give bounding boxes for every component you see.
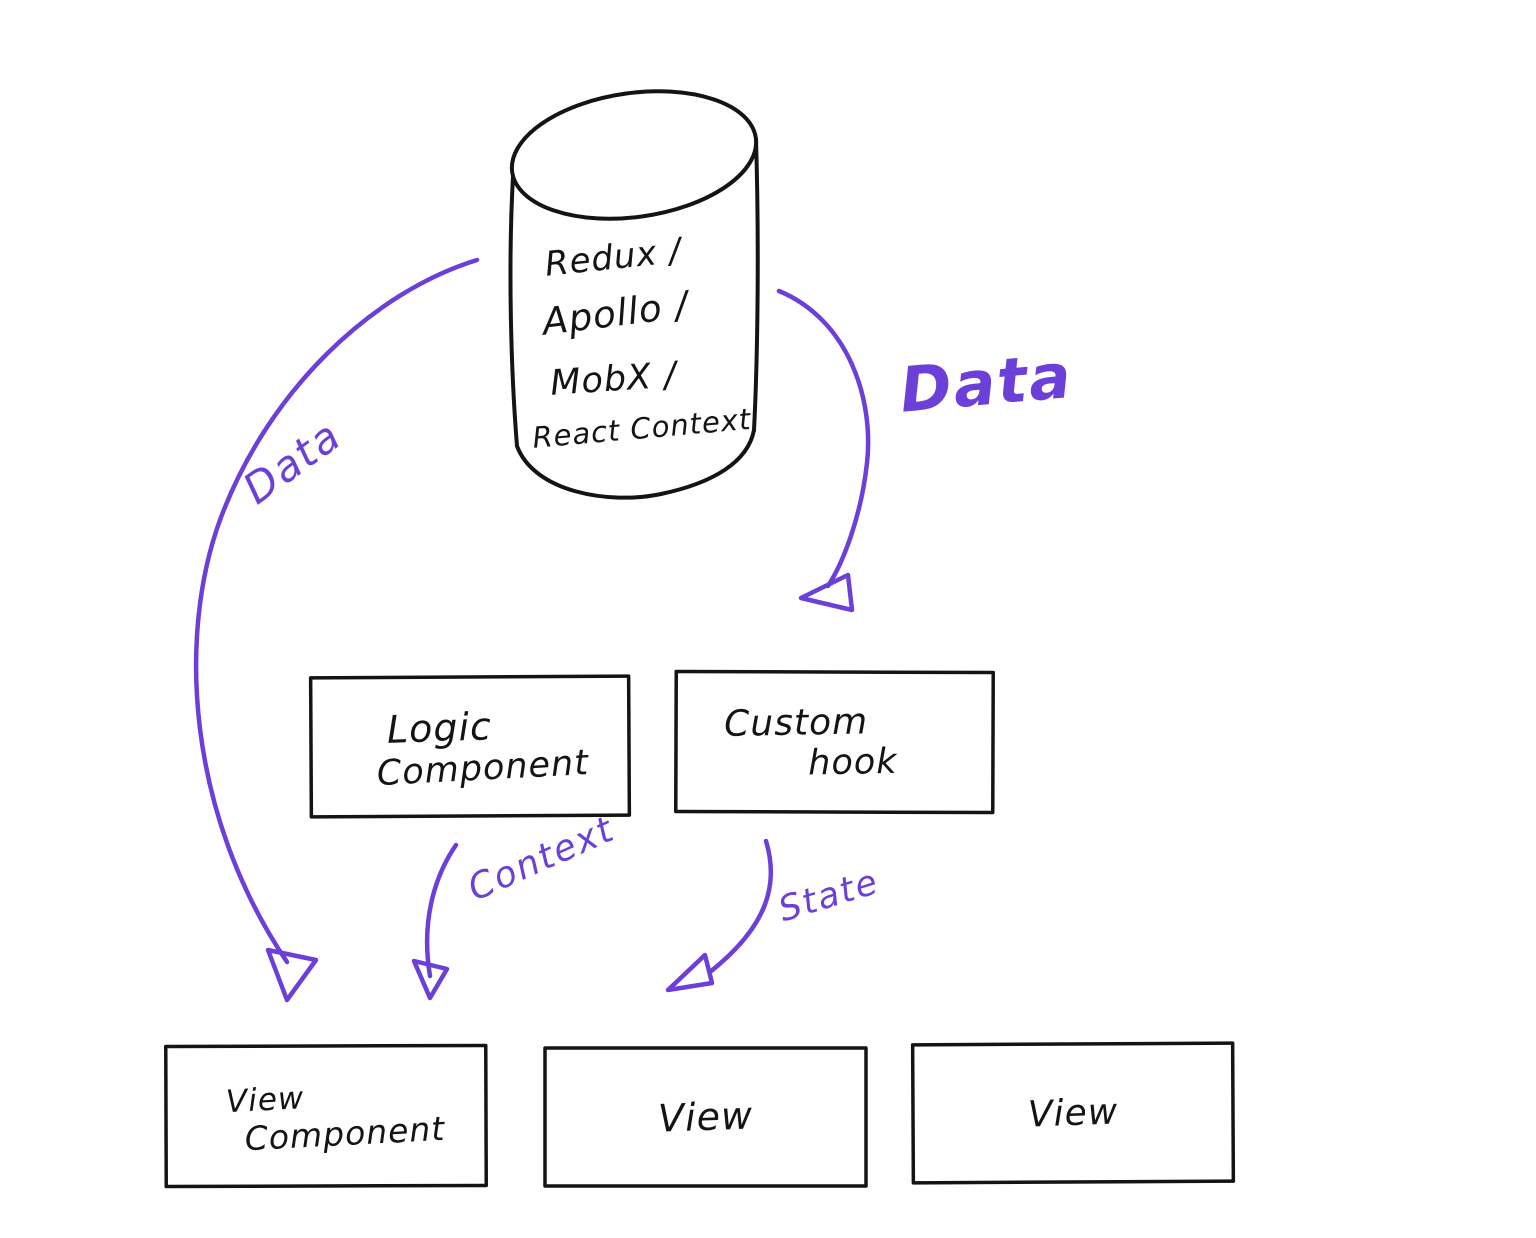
- logic-component-label: Logic Component: [309, 671, 632, 821]
- logic-component-box: [308, 674, 632, 819]
- view-2-box: [543, 1046, 868, 1188]
- view-2-label: View: [545, 1048, 866, 1186]
- store-cylinder-shape: [508, 89, 760, 500]
- edge-data-right-arrow: [776, 288, 871, 613]
- arrowhead-data-left: [265, 947, 319, 1003]
- view-3-line1: View: [1027, 1090, 1119, 1136]
- custom-hook-line2: hook: [807, 741, 898, 783]
- view-component-line1: View: [225, 1079, 306, 1120]
- view-3-label: View: [913, 1044, 1233, 1182]
- arrowhead-context: [411, 958, 450, 1001]
- node-boxes: [164, 669, 1236, 1189]
- view-2-line1: View: [657, 1093, 754, 1141]
- edge-context-arrow: [411, 842, 459, 1001]
- view-component-box: [164, 1043, 488, 1189]
- logic-component-line1: Logic: [386, 703, 493, 752]
- edge-state-arrow: [665, 838, 774, 993]
- custom-hook-line1: Custom: [723, 700, 869, 745]
- custom-hook-box: [674, 669, 995, 815]
- custom-hook-label: Custom hook: [675, 669, 994, 815]
- view-component-label: View Component: [163, 1038, 490, 1195]
- arrowhead-data-right: [798, 572, 855, 613]
- view-3-box: [910, 1041, 1236, 1185]
- edge-data-left-arrow: [193, 257, 480, 1003]
- arrowhead-state: [665, 952, 715, 993]
- edge-label-data-right: Data: [897, 338, 1076, 427]
